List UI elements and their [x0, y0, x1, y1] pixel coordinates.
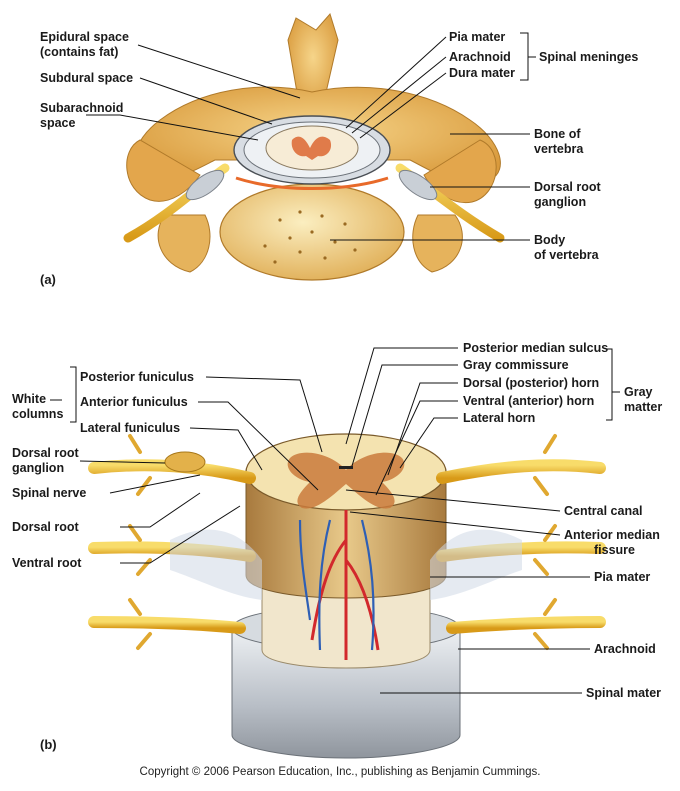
label-lateral-horn: Lateral horn — [463, 411, 536, 425]
label-ganglion-a: ganglion — [534, 195, 587, 209]
leader-lines — [50, 32, 620, 694]
vertebra-illustration — [123, 12, 505, 281]
label-white: White — [12, 392, 47, 406]
label-arachnoid-b: Arachnoid — [594, 642, 656, 656]
label-matter: matter — [624, 400, 663, 414]
label-bone-of: Bone of — [534, 127, 581, 141]
label-anterior-median: Anterior median — [564, 528, 660, 542]
label-subarachnoid: Subarachnoid — [40, 101, 124, 115]
label-spinal-meninges: Spinal meninges — [539, 50, 639, 64]
label-arachnoid-a: Arachnoid — [449, 50, 511, 64]
label-pia-mater-b: Pia mater — [594, 570, 651, 584]
label-fissure: fissure — [594, 543, 635, 557]
label-anterior-funiculus: Anterior funiculus — [80, 395, 188, 409]
label-spinal-mater: Spinal mater — [586, 686, 662, 700]
label-of-vertebra: of vertebra — [534, 248, 599, 262]
label-ventral-horn: Ventral (anterior) horn — [463, 394, 595, 408]
label-subdural-space: Subdural space — [40, 71, 134, 85]
copyright-notice: Copyright © 2006 Pearson Education, Inc.… — [139, 766, 541, 778]
label-dorsal-root-b: Dorsal root — [12, 446, 79, 460]
label-gray: Gray — [624, 385, 653, 399]
figure-a-letter: (a) — [40, 272, 56, 287]
label-pia-mater-a: Pia mater — [449, 30, 506, 44]
spinal-cord-illustration — [88, 433, 606, 759]
label-posterior-funiculus: Posterior funiculus — [80, 370, 194, 384]
label-ganglion-b: ganglion — [12, 461, 65, 475]
label-lateral-funiculus: Lateral funiculus — [80, 421, 181, 435]
label-vertebra: vertebra — [534, 142, 584, 156]
label-dorsal-root: Dorsal root — [12, 520, 79, 534]
figure-b-letter: (b) — [40, 737, 57, 752]
label-gray-commissure: Gray commissure — [463, 358, 569, 372]
label-body: Body — [534, 233, 566, 247]
label-spinal-nerve: Spinal nerve — [12, 486, 87, 500]
label-epidural-space: Epidural space — [40, 30, 129, 44]
label-epidural-space-fat: (contains fat) — [40, 45, 119, 59]
label-central-canal: Central canal — [564, 504, 643, 518]
label-dorsal-horn: Dorsal (posterior) horn — [463, 376, 600, 390]
label-columns: columns — [12, 407, 64, 421]
label-dura-mater-a: Dura mater — [449, 66, 515, 80]
label-posterior-median-sulcus: Posterior median sulcus — [463, 341, 609, 355]
label-dorsal-root-a: Dorsal root — [534, 180, 601, 194]
label-ventral-root: Ventral root — [12, 556, 82, 570]
label-subarachnoid-space: space — [40, 116, 76, 130]
